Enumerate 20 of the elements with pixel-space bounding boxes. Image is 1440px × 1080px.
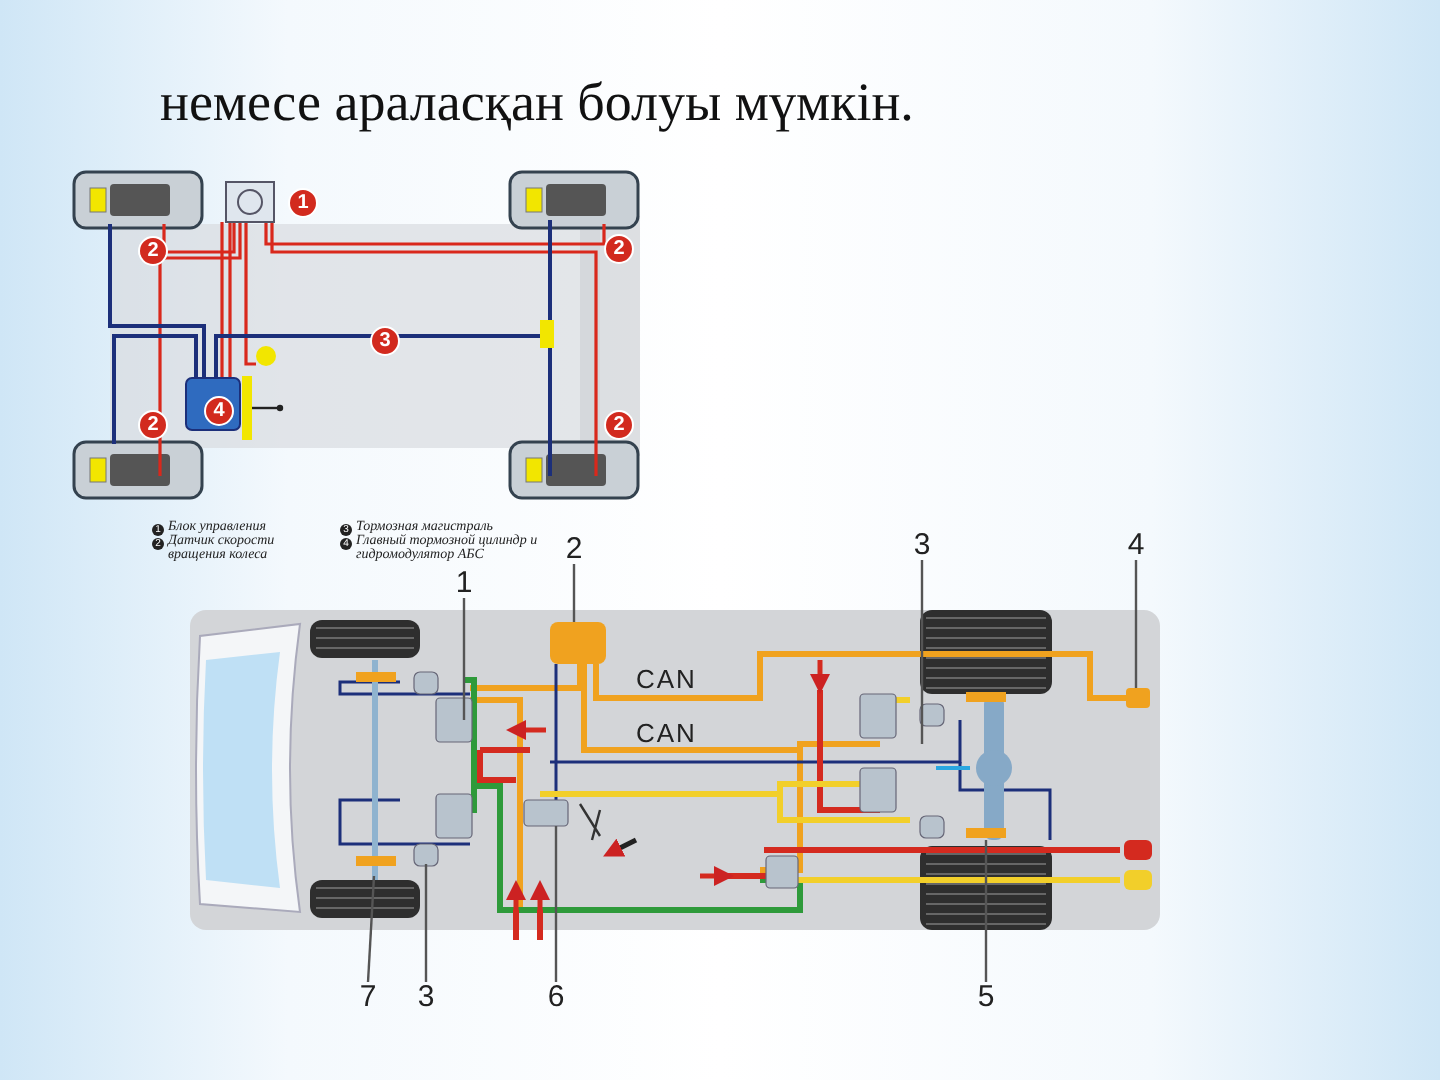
callout-number: 3 bbox=[908, 530, 936, 560]
callout-number: 4 bbox=[1122, 530, 1150, 560]
callout-number: 3 bbox=[412, 982, 440, 1012]
leader-line bbox=[572, 564, 576, 622]
leader-line bbox=[554, 826, 558, 982]
callout-number: 1 bbox=[450, 568, 478, 598]
leader-line bbox=[462, 598, 466, 720]
callout-number: 6 bbox=[542, 982, 570, 1012]
bus-label: CAN bbox=[636, 718, 697, 748]
leader-line bbox=[984, 840, 988, 982]
leader-line bbox=[424, 864, 428, 982]
callout-number: 7 bbox=[354, 982, 382, 1012]
bus-label: CAN bbox=[636, 664, 697, 694]
slide-title: немесе араласқан болуы мүмкін. bbox=[160, 72, 914, 134]
leader-line bbox=[1134, 560, 1138, 688]
callout-number: 1 bbox=[288, 188, 318, 218]
leader-line bbox=[366, 875, 376, 983]
leader-line bbox=[920, 560, 924, 744]
callout-number: 2 bbox=[560, 534, 588, 564]
callout-number: 5 bbox=[972, 982, 1000, 1012]
